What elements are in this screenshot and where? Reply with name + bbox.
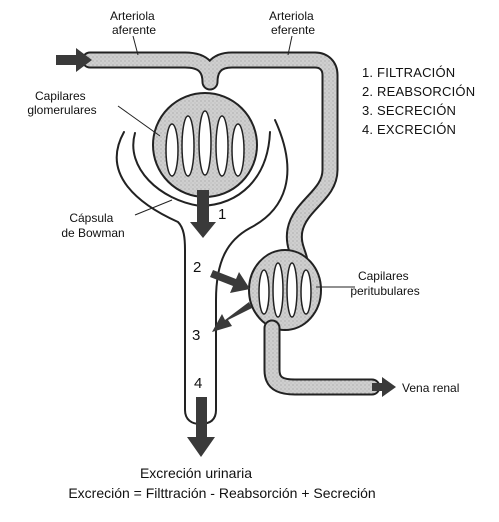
label-arteriola-aferente: Arteriola aferente <box>110 9 158 37</box>
process-number-3: 3 <box>192 327 200 344</box>
legend-item-4: 4. EXCRECIÓN <box>362 122 456 137</box>
inflow-arrow-icon <box>56 48 92 72</box>
outflow-arrow-icon <box>372 377 396 397</box>
process-arrows <box>56 48 396 457</box>
process-number-2: 2 <box>193 259 201 276</box>
reabsorption-arrow-icon <box>210 270 250 293</box>
label-arteriola-eferente: Arteriola eferente <box>269 9 317 37</box>
legend-item-1: 1. FILTRACIÓN <box>362 65 455 80</box>
excretion-arrow-icon <box>187 397 215 457</box>
caption-title: Excreción urinaria <box>140 465 252 481</box>
blood-vessel <box>81 51 381 396</box>
label-capilares-glomerulares: Capilares glomerulares <box>27 89 96 117</box>
process-legend: 1. FILTRACIÓN 2. REABSORCIÓN 3. SECRECIÓ… <box>362 65 475 137</box>
caption-formula: Excreción = Filttración - Reabsorción + … <box>68 485 375 501</box>
legend-item-3: 3. SECRECIÓN <box>362 103 456 118</box>
secretion-arrow-icon <box>212 302 252 332</box>
label-capsula-bowman: Cápsula de Bowman <box>61 211 124 240</box>
label-capilares-peritubulares: Capilares peritubulares <box>350 269 419 298</box>
leader-lines <box>117 35 355 288</box>
label-vena-renal: Vena renal <box>402 381 459 395</box>
filtration-arrow-icon <box>190 190 216 238</box>
process-number-1: 1 <box>218 206 226 223</box>
process-number-4: 4 <box>194 375 202 392</box>
legend-item-2: 2. REABSORCIÓN <box>362 84 475 99</box>
